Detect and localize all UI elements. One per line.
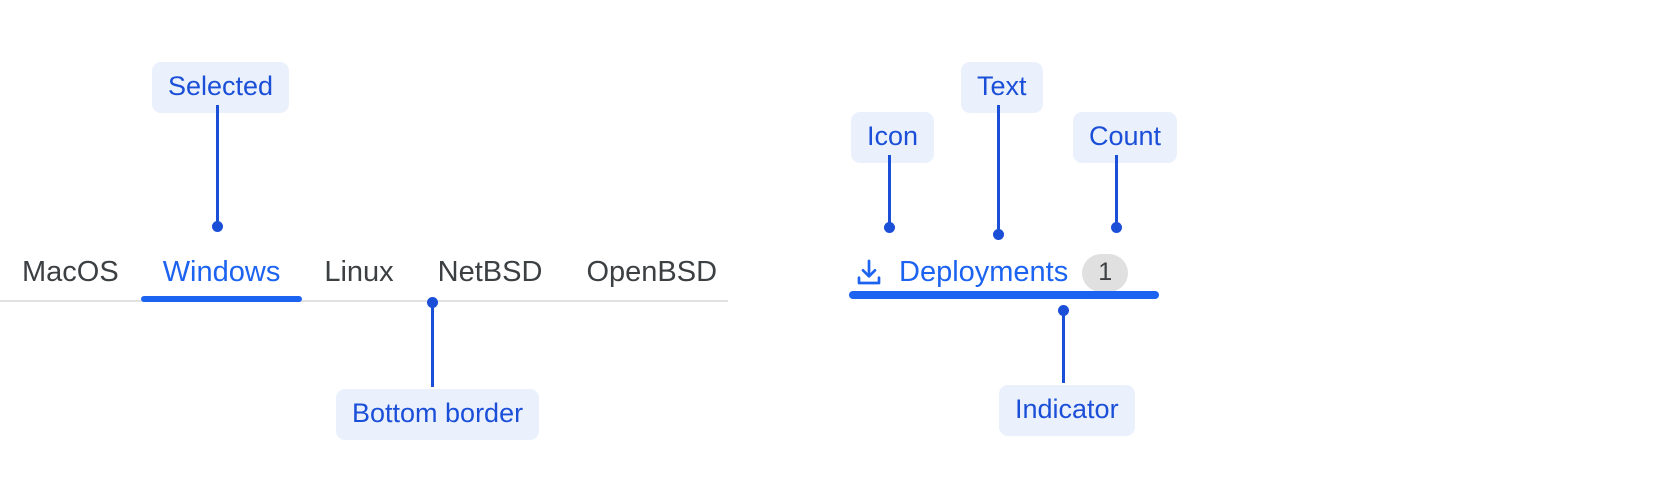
count-badge: 1 [1082, 253, 1129, 292]
tab-netbsd-label: NetBSD [437, 256, 543, 288]
tab-windows[interactable]: Windows [140, 245, 303, 302]
tab-deployments-label: Deployments [899, 256, 1069, 288]
tab-macos-label: MacOS [22, 256, 119, 288]
tab-list-left: MacOS Windows Linux NetBSD OpenBSD [0, 245, 739, 302]
annotation-chip-selected: Selected [152, 62, 290, 113]
tab-indicator [849, 291, 1159, 299]
annotation-chip-icon: Icon [851, 112, 935, 163]
annotation-chip-indicator: Indicator [999, 385, 1135, 436]
tab-openbsd[interactable]: OpenBSD [564, 245, 739, 300]
tab-linux[interactable]: Linux [302, 245, 415, 300]
annotation-chip-text: Text [961, 62, 1043, 113]
leader-dot-icon [884, 222, 895, 233]
leader-line-icon [888, 155, 891, 227]
leader-dot-text [993, 229, 1004, 240]
tab-windows-label: Windows [162, 256, 281, 288]
leader-line-text [997, 105, 1000, 233]
tab-netbsd[interactable]: NetBSD [416, 245, 565, 300]
tabstrip-left: MacOS Windows Linux NetBSD OpenBSD [0, 245, 728, 302]
tab-macos[interactable]: MacOS [0, 245, 141, 300]
leader-line-selected [216, 105, 219, 226]
leader-dot-count [1111, 222, 1122, 233]
leader-dot-selected [212, 221, 223, 232]
tabstrip-right: Deployments 1 [849, 245, 1132, 302]
download-icon [857, 259, 881, 284]
tab-deployments[interactable]: Deployments 1 [849, 245, 1132, 300]
tab-openbsd-label: OpenBSD [586, 256, 718, 288]
tab-linux-label: Linux [324, 256, 394, 288]
leader-line-bottom-border [431, 302, 434, 387]
annotation-chip-bottom-border: Bottom border [336, 389, 540, 440]
leader-line-indicator [1062, 310, 1065, 383]
leader-line-count [1115, 155, 1118, 227]
annotation-chip-count: Count [1073, 112, 1178, 163]
